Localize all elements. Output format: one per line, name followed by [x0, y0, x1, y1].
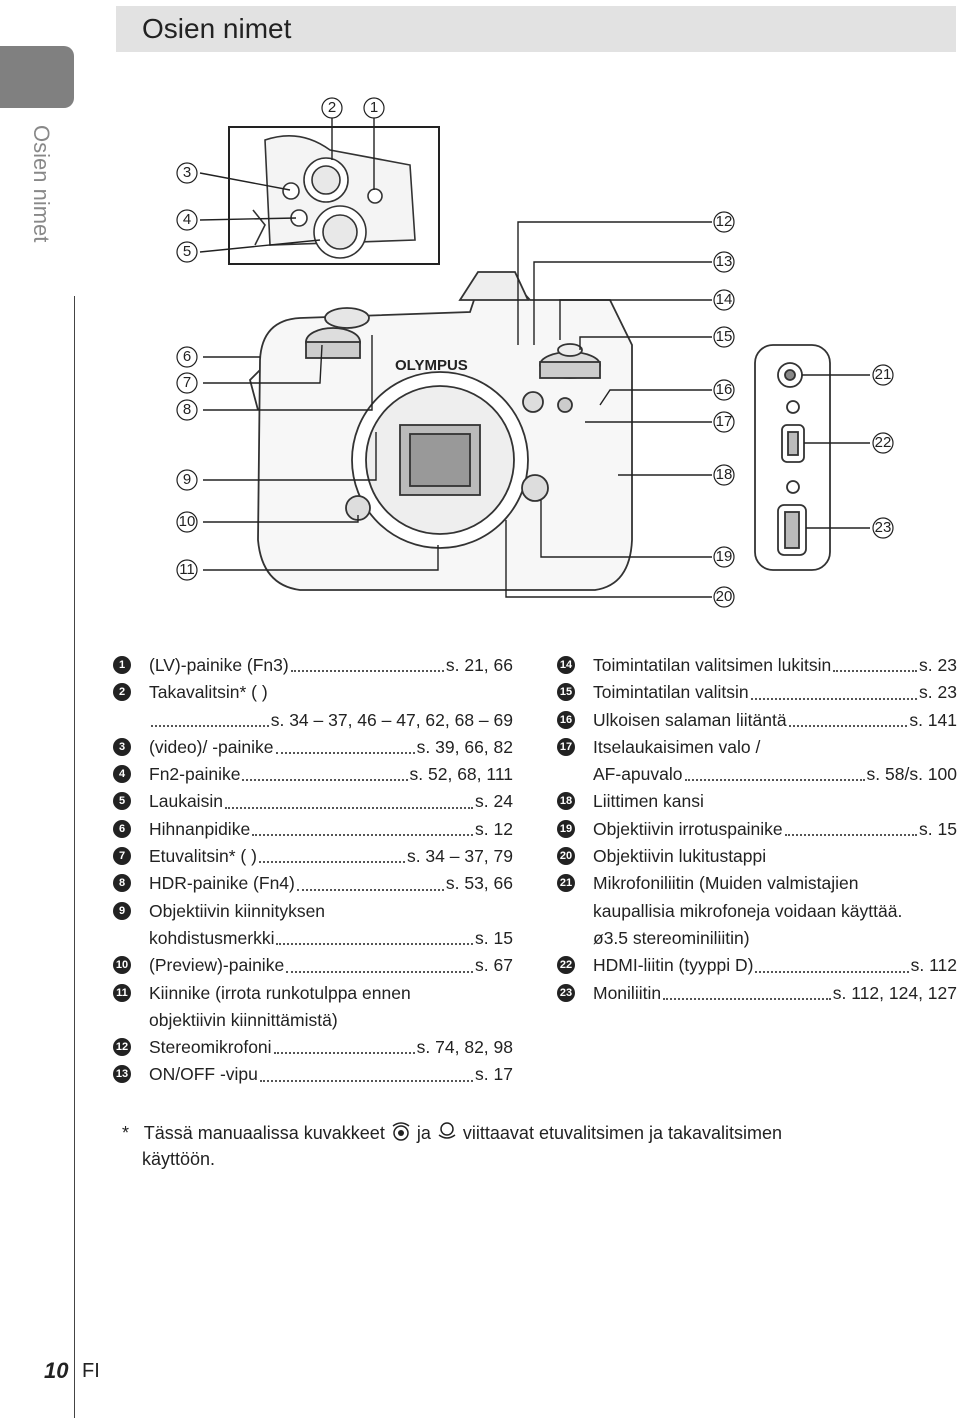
page-number: 10	[44, 1358, 69, 1383]
svg-text:15: 15	[716, 328, 733, 345]
list-item: 21 Mikrofoniliitin (Muiden valmistajien …	[557, 870, 957, 952]
list-item: 11 Kiinnike (irrota runkotulppa ennen ob…	[113, 980, 513, 1035]
svg-text:17: 17	[716, 413, 733, 430]
svg-text:3: 3	[183, 164, 191, 181]
callout-markers	[176, 97, 894, 608]
callout-numbers: 2 1 3 4 5 6 7 8 9 10 11 12 13 14 15 16 1…	[179, 99, 892, 605]
leader-lines	[199, 118, 870, 598]
brand-label: OLYMPUS	[395, 357, 468, 374]
footnote-text-b: ja	[416, 1123, 431, 1143]
svg-text:6: 6	[183, 348, 191, 365]
front-dial-icon	[392, 1122, 410, 1141]
port-panel	[754, 344, 831, 571]
svg-text:13: 13	[716, 253, 733, 270]
svg-text:1: 1	[370, 99, 378, 116]
svg-text:9: 9	[183, 471, 191, 488]
svg-text:7: 7	[183, 374, 191, 391]
svg-text:12: 12	[716, 213, 733, 230]
svg-text:23: 23	[875, 519, 892, 536]
margin-rule	[74, 296, 75, 1418]
svg-text:14: 14	[716, 291, 733, 308]
list-item: 2 Takavalitsin* ( ) s. 34 – 37, 46 – 47,…	[113, 679, 513, 734]
list-item: 20 Objektiivin lukitustappi	[557, 843, 957, 870]
svg-text:19: 19	[716, 548, 733, 565]
svg-text:22: 22	[875, 434, 892, 451]
rear-dial-icon	[438, 1122, 456, 1139]
svg-text:8: 8	[183, 401, 191, 418]
list-item: 9 Objektiivin kiinnityksen kohdistusmerk…	[113, 898, 513, 953]
footnote-text-c: viittaavat etuvalitsimen ja takavalitsim…	[462, 1123, 783, 1143]
page-title: Osien nimet	[142, 13, 292, 44]
inset-frame	[228, 126, 440, 265]
svg-text:11: 11	[179, 561, 195, 578]
svg-text:16: 16	[716, 381, 733, 398]
footnote-star: *	[122, 1123, 130, 1143]
list-item: 22 HDMI-liitin (tyyppi D)s. 112	[557, 952, 957, 979]
footnote: * Tässä manuaalissa kuvakkeet ja viittaa…	[122, 1120, 922, 1172]
svg-text:2: 2	[328, 99, 336, 116]
footnote-text-a: Tässä manuaalissa kuvakkeet	[143, 1123, 385, 1143]
footnote-text-d: käyttöön.	[142, 1149, 216, 1169]
svg-text:5: 5	[183, 243, 191, 260]
svg-text:21: 21	[875, 366, 892, 383]
svg-text:20: 20	[716, 588, 733, 605]
list-item: 1 (LV)-painike (Fn3)s. 21, 66	[113, 652, 513, 679]
list-item: 7 Etuvalitsin* ( )s. 34 – 37, 79	[113, 843, 513, 870]
svg-text:10: 10	[179, 513, 196, 530]
svg-text:4: 4	[183, 211, 191, 228]
legend-left: 1 (LV)-painike (Fn3)s. 21, 66 2 Takavali…	[113, 652, 513, 1089]
header-bar	[116, 6, 956, 52]
inset-detail	[252, 134, 416, 259]
list-item: 8 HDR-painike (Fn4)s. 53, 66	[113, 870, 513, 897]
side-tab	[0, 46, 74, 108]
camera-diagram: OLYMPUS 2 1 3 4 5 6 7 8	[176, 97, 894, 608]
page-language: FI	[82, 1360, 100, 1382]
camera-body	[248, 271, 633, 591]
list-item: 18 Liittimen kansi	[557, 788, 957, 815]
svg-text:18: 18	[716, 466, 733, 483]
